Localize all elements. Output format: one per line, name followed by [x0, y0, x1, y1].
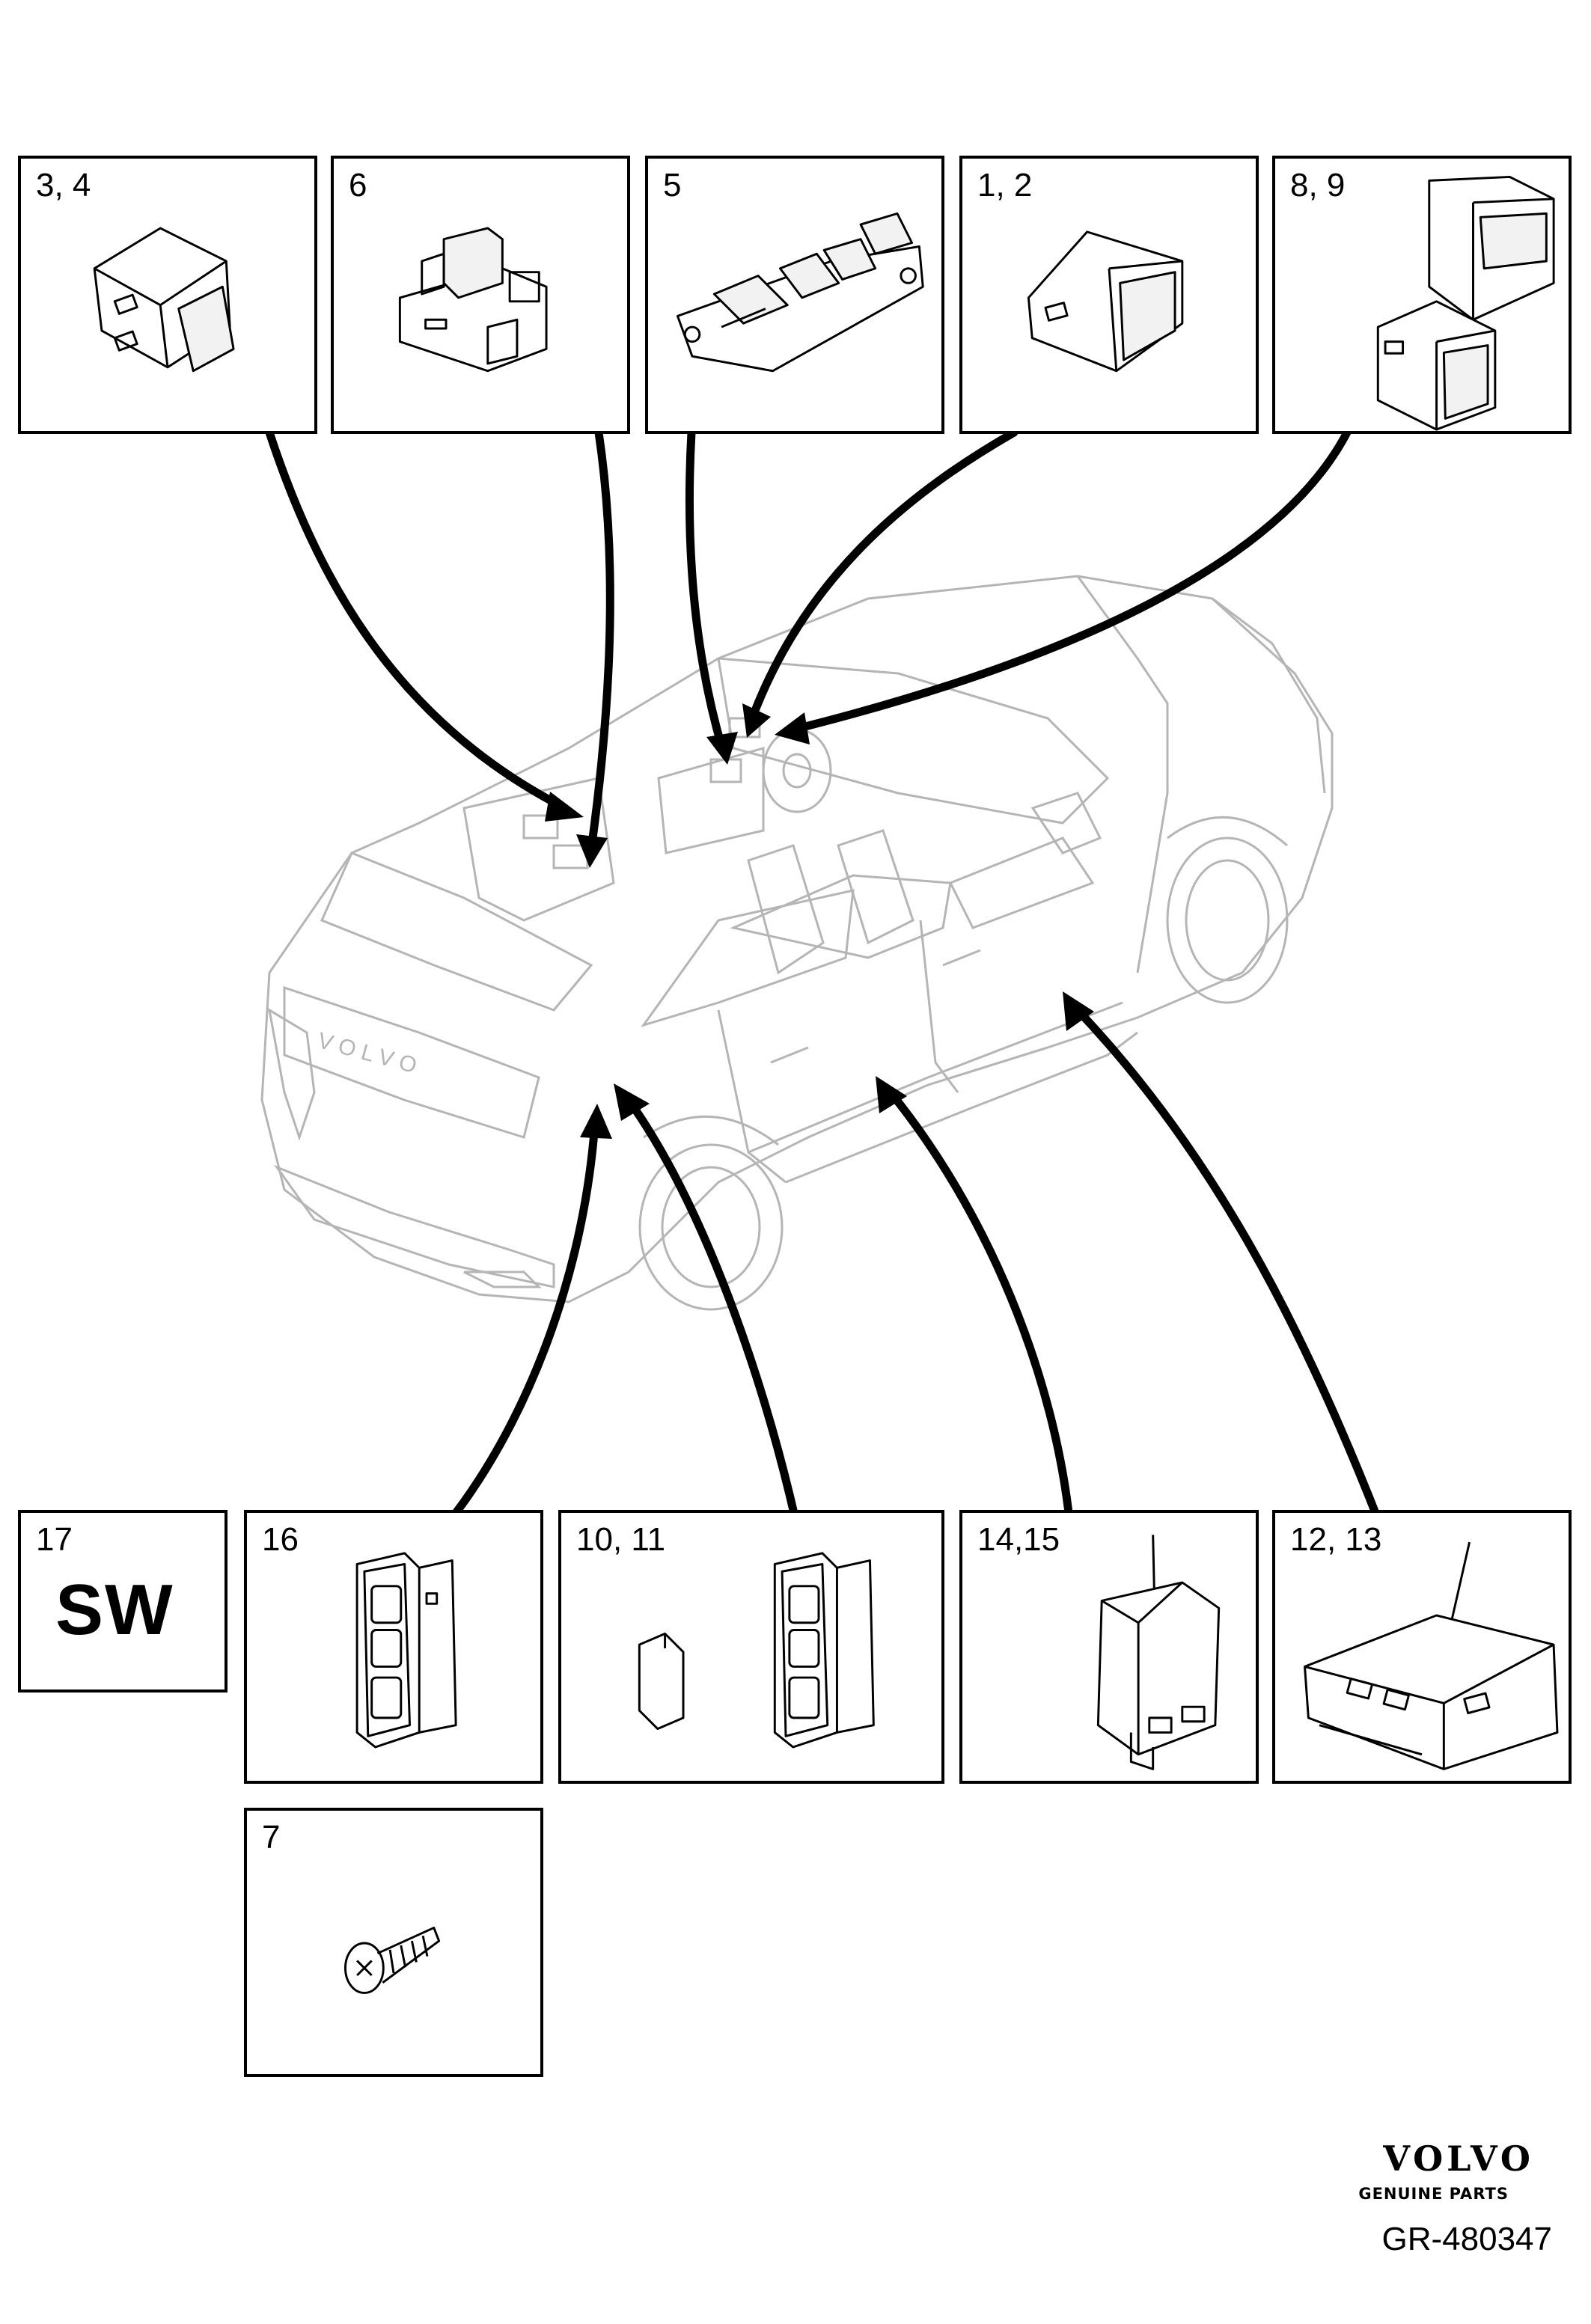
callout-box-5[interactable]: 5 — [645, 156, 944, 434]
car-illustration: V O L V O — [260, 575, 1334, 1311]
callout-box-1-2[interactable]: 1, 2 — [959, 156, 1259, 434]
control-module-flat-icon — [1304, 1541, 1559, 1770]
callout-label: 14,15 — [977, 1521, 1060, 1558]
callout-label: 1, 2 — [977, 167, 1033, 204]
svg-text:V O L V O: V O L V O — [315, 1028, 420, 1078]
callout-label: 3, 4 — [36, 167, 91, 204]
arrowhead-6 — [576, 834, 608, 868]
button-panel-and-cap-icon — [638, 1552, 875, 1749]
seat-switch-pair-icon — [1376, 175, 1555, 431]
brand-tagline: GENUINE PARTS — [1358, 2185, 1509, 2203]
software-code: SW — [55, 1570, 174, 1650]
callout-box-3-4[interactable]: 3, 4 — [18, 156, 317, 434]
arrowhead-3-4 — [545, 792, 584, 822]
callout-box-17[interactable]: 17 SW — [18, 1510, 227, 1692]
leader-14-15 — [886, 1088, 1075, 1531]
leader-6 — [587, 428, 614, 854]
callout-box-10-11[interactable]: 10, 11 — [558, 1510, 944, 1784]
callout-label: 7 — [262, 1819, 281, 1856]
rocker-switch-module-icon — [398, 227, 548, 373]
arrowhead-12-13 — [1063, 991, 1094, 1031]
screw-icon — [344, 1926, 441, 1994]
leader-1-2 — [748, 428, 1019, 723]
figure-id: GR-480347 — [1381, 2221, 1552, 2257]
callout-box-8-9[interactable]: 8, 9 — [1272, 156, 1572, 434]
callout-label: 10, 11 — [576, 1521, 666, 1558]
callout-label: 8, 9 — [1290, 167, 1346, 204]
arrowhead-5 — [706, 732, 738, 765]
button-panel-icon — [355, 1552, 457, 1749]
leader-3-4 — [265, 428, 569, 813]
window-switch-icon — [1027, 230, 1184, 373]
window-switch-single-icon — [93, 227, 235, 373]
arrowhead-16 — [580, 1104, 612, 1139]
callout-label: 16 — [262, 1521, 299, 1558]
callout-label: 12, 13 — [1290, 1521, 1382, 1558]
arrowhead-10-11 — [614, 1083, 650, 1121]
brand-logo: VOLVO — [1383, 2138, 1534, 2179]
callout-box-14-15[interactable]: 14,15 — [959, 1510, 1259, 1784]
callout-box-12-13[interactable]: 12, 13 — [1272, 1510, 1572, 1784]
arrowhead-1-2 — [742, 703, 771, 738]
callout-label: 17 — [36, 1521, 73, 1558]
callout-label: 6 — [349, 167, 367, 204]
leader-5 — [685, 428, 727, 753]
leader-arrows — [265, 428, 1385, 1531]
control-module-vertical-icon — [1096, 1535, 1221, 1770]
callout-box-16[interactable]: 16 — [244, 1510, 543, 1784]
leader-8-9 — [789, 428, 1352, 734]
arrowhead-14-15 — [876, 1076, 907, 1113]
callout-label: 5 — [663, 167, 682, 204]
arrowhead-8-9 — [775, 712, 810, 744]
leader-16 — [441, 1118, 599, 1531]
callout-box-6[interactable]: 6 — [331, 156, 630, 434]
leader-10-11 — [624, 1095, 801, 1531]
leader-12-13 — [1073, 1006, 1385, 1531]
callout-box-7[interactable]: 7 — [244, 1808, 543, 2077]
driver-window-switch-panel-icon — [676, 212, 924, 373]
arrow-heads — [545, 703, 1094, 1139]
